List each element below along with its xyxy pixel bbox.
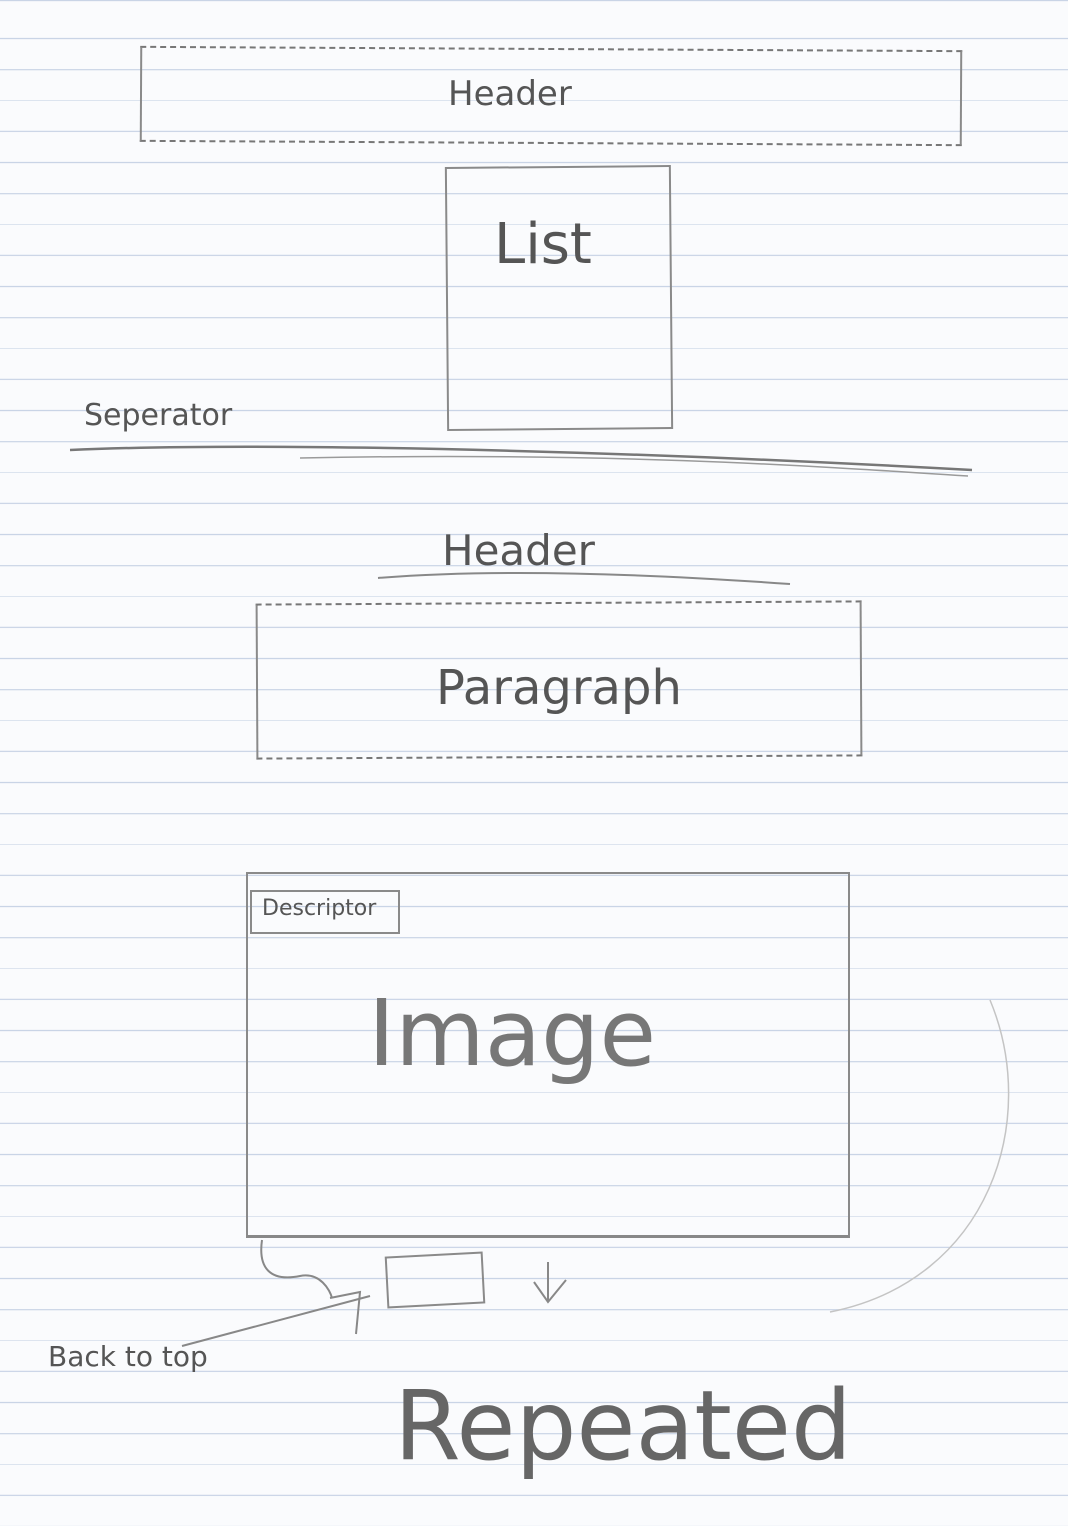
top-header-label: Header	[448, 74, 572, 114]
mid-header-label: Header	[442, 526, 595, 575]
descriptor-label: Descriptor	[262, 896, 377, 921]
repeat-curve	[260, 1239, 333, 1299]
back-to-top-arrow-head	[329, 1290, 362, 1335]
down-arrow-icon	[533, 1262, 567, 1304]
separator-label: Seperator	[84, 398, 233, 433]
repeat-arc	[829, 999, 1010, 1313]
list-box	[444, 165, 674, 431]
separator-line	[69, 445, 973, 472]
repeated-label: Repeated	[394, 1370, 852, 1482]
back-to-top-label: Back to top	[48, 1340, 208, 1373]
paragraph-label: Paragraph	[436, 660, 682, 716]
back-to-top-button[interactable]	[384, 1251, 486, 1309]
separator-line-shadow	[299, 455, 969, 477]
descriptor-tag	[250, 890, 400, 934]
back-to-top-arrow-line	[181, 1295, 371, 1347]
image-label: Image	[368, 980, 657, 1087]
list-label: List	[494, 212, 592, 277]
